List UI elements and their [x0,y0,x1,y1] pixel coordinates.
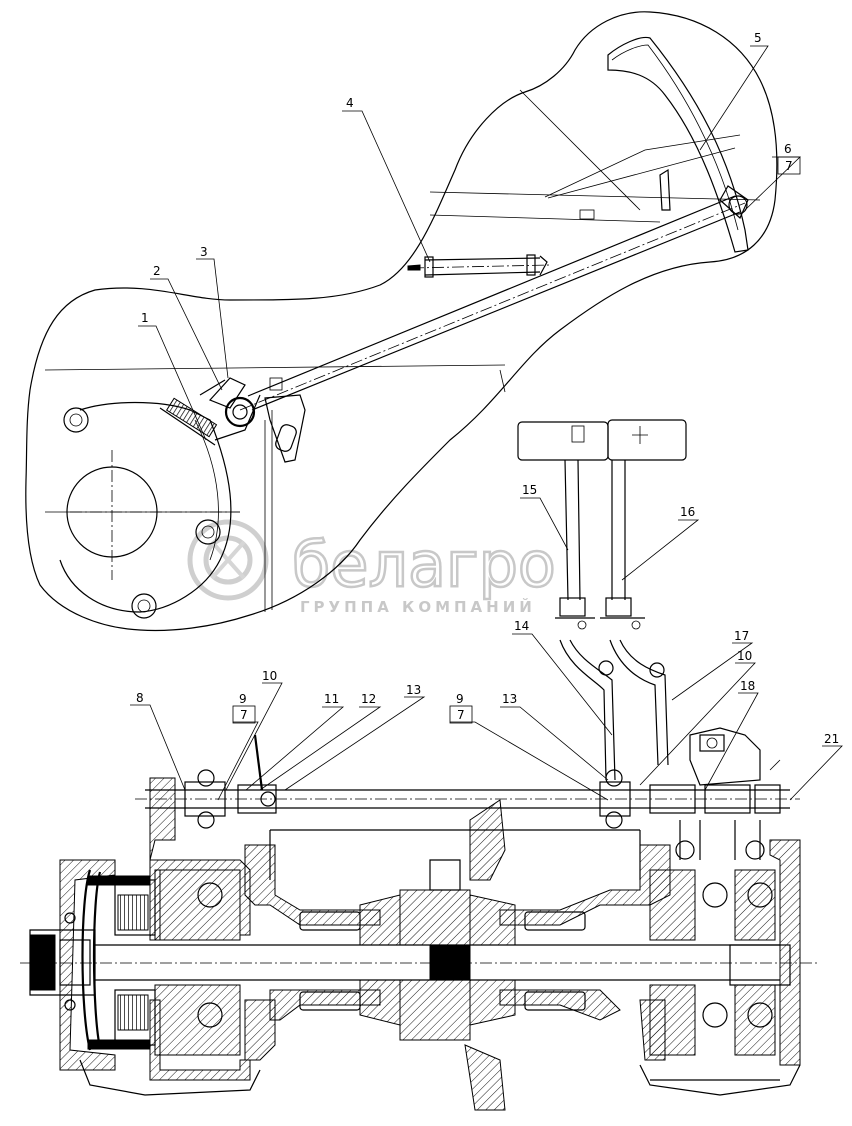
callout-13b: 13 [502,692,517,706]
callout-16: 16 [680,505,695,519]
callout-9a: 9 [239,692,247,706]
differential [299,799,586,1111]
watermark-logo [187,519,269,601]
pedal-arm [607,36,749,253]
clutch-pack-left [81,869,241,1056]
callout-5: 5 [754,31,762,45]
callout-labels: 1 2 3 4 5 6 7 8 9 7 10 11 12 13 9 7 13 1… [136,31,839,746]
callout-4: 4 [346,96,354,110]
cab-outline [25,11,778,632]
callout-6: 6 [784,142,792,156]
callout-11: 11 [324,692,339,706]
callout-7c: 7 [457,708,465,722]
spring-lever-group [159,377,261,446]
callout-14: 14 [514,619,529,633]
callout-7b: 7 [240,708,248,722]
bracket-18 [689,727,781,786]
callout-15: 15 [522,483,537,497]
shift-shaft [135,734,800,829]
callout-3: 3 [200,245,208,259]
callout-9b: 9 [456,692,464,706]
callout-leaders [130,45,843,801]
small-rod-4 [407,254,551,278]
watermark-subtitle: ГРУППА КОМПАНИЙ [300,597,536,616]
gear-housing [59,401,273,619]
callout-13a: 13 [406,683,421,697]
callout-12: 12 [361,692,376,706]
watermark-brand: белагро [292,528,556,601]
callout-2: 2 [153,264,161,278]
long-rod [239,195,746,463]
clutch-pack-right [649,820,791,1056]
callout-10b: 10 [737,649,752,663]
callout-10a: 10 [262,669,277,683]
callout-21: 21 [824,732,839,746]
callout-8: 8 [136,691,144,705]
left-cover [59,859,151,1071]
callout-18: 18 [740,679,755,693]
callout-17: 17 [734,629,749,643]
pedals [517,419,687,781]
callout-7a: 7 [785,159,793,173]
callout-1: 1 [141,311,149,325]
